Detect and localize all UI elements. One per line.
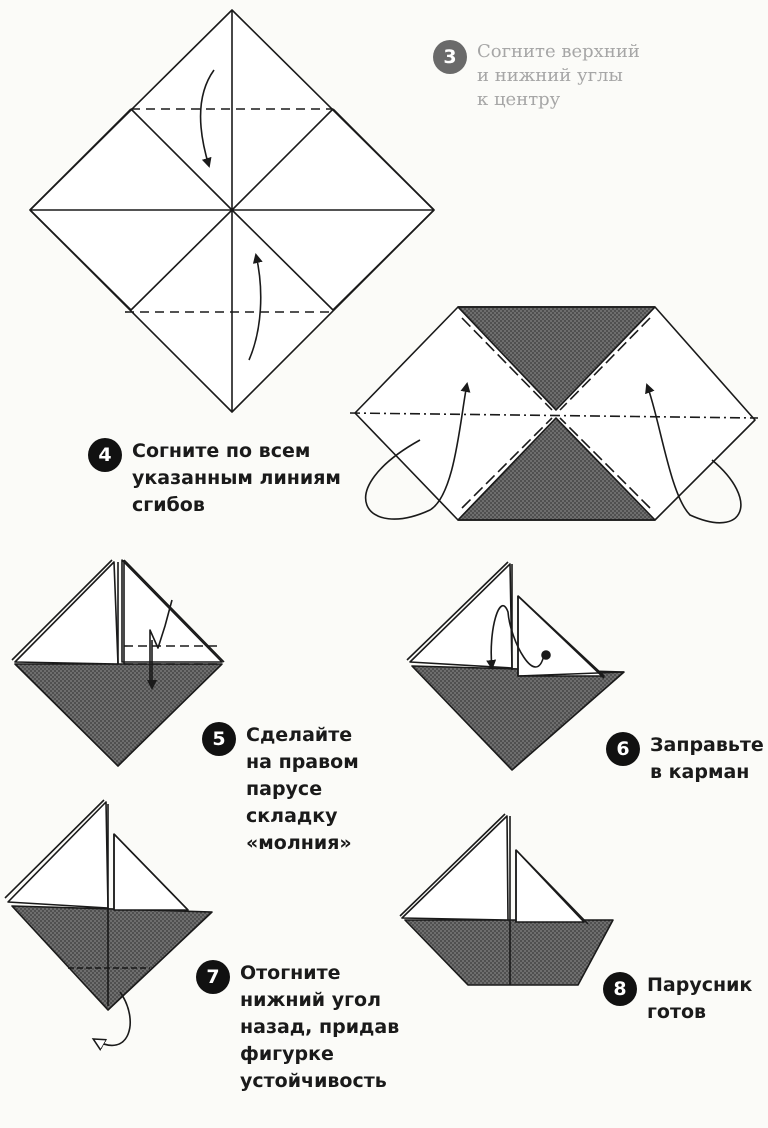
step-8-badge: 8 — [603, 972, 637, 1006]
step-7-text: Отогните нижний угол назад, придав фигур… — [240, 962, 400, 1092]
step-6-badge: 6 — [606, 732, 640, 766]
step-7-diagram — [4, 799, 213, 1045]
step-3-diagram — [29, 9, 435, 413]
step-8-diagram — [399, 813, 614, 986]
step-7-badge: 7 — [196, 960, 230, 994]
step-4-caption: 4 Согните по всем указанным линиям сгибо… — [88, 438, 341, 519]
step-3-text: Согните верхний и нижний углы к центру — [477, 41, 640, 110]
step-5-diagram — [11, 559, 225, 767]
step-8-caption: 8 Парусник готов — [603, 972, 752, 1026]
step-6-diagram — [406, 561, 625, 771]
step-4-diagram — [349, 306, 759, 524]
step-4-badge: 4 — [88, 438, 122, 472]
step-8-text: Парусник готов — [647, 974, 753, 1023]
step-5-badge: 5 — [202, 722, 236, 756]
step-3-badge: 3 — [433, 40, 467, 74]
step-6-text: Заправьте в карман — [650, 734, 764, 783]
step-4-text: Согните по всем указанным линиям сгибов — [132, 440, 341, 516]
step-3-caption: 3 Согните верхний и нижний углы к центру — [433, 40, 640, 112]
step-5-caption: 5 Сделайте на правом парусе складку «мол… — [202, 722, 359, 857]
step-7-caption: 7 Отогните нижний угол назад, придав фиг… — [196, 960, 399, 1095]
step-6-caption: 6 Заправьте в карман — [606, 732, 764, 786]
step-5-text: Сделайте на правом парусе складку «молни… — [246, 724, 359, 854]
